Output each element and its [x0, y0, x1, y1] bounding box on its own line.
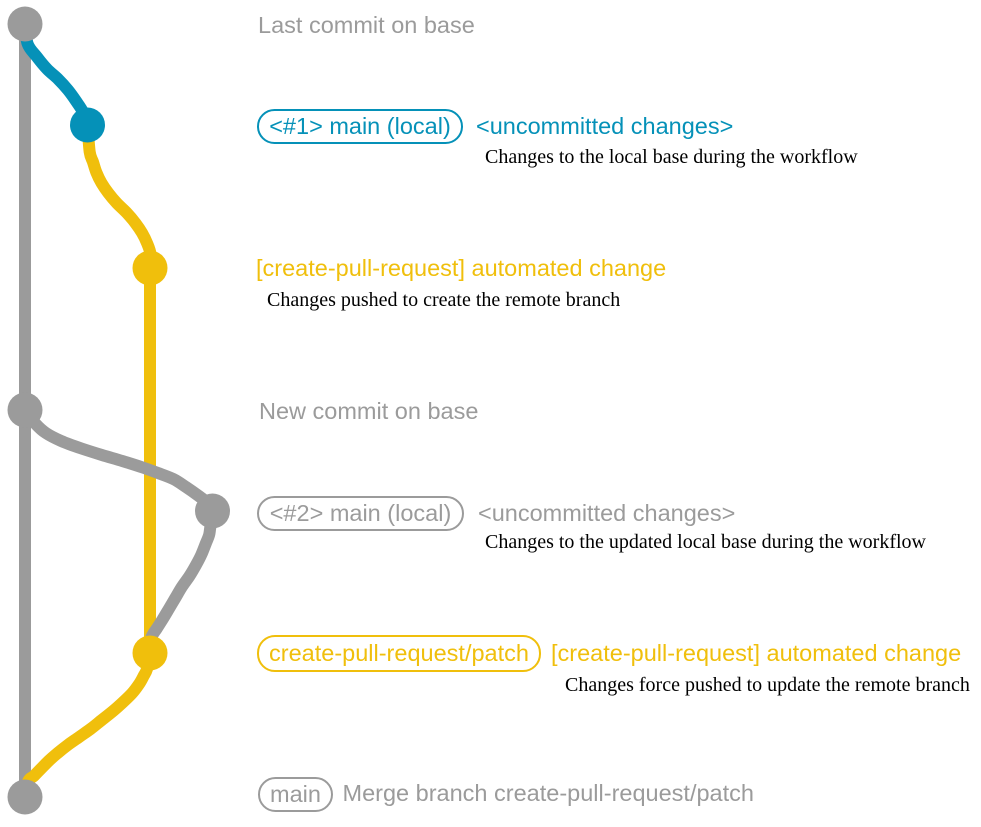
commit-dot-base-1	[7, 6, 43, 42]
branch-label-main-local-2: <#2> main (local)	[257, 496, 464, 531]
commit-dot-local-2	[195, 493, 230, 529]
branch-label-main-local-1-text: <#1> main (local)	[269, 113, 451, 139]
commit-dot-patch-2	[132, 635, 168, 671]
note-merge-branch: Merge branch create-pull-request/patch	[342, 779, 754, 806]
note-last-commit-on-base: Last commit on base	[258, 11, 475, 38]
edge-merge-local-2-patch	[144, 510, 219, 654]
tag-uncommitted-changes-1: <uncommitted changes>	[476, 112, 734, 139]
tag-uncommitted-changes-2: <uncommitted changes>	[478, 499, 736, 526]
branch-label-main-local-1: <#1> main (local)	[257, 109, 463, 144]
edge-branch-patch	[81, 124, 157, 269]
desc-pushed-create-remote: Changes pushed to create the remote bran…	[267, 289, 621, 312]
commit-dot-base-2	[7, 392, 43, 428]
branch-label-main-local-2-text: <#2> main (local)	[269, 500, 452, 526]
edge-branch-local-2	[20, 406, 218, 515]
branch-label-patch: create-pull-request/patch	[257, 635, 541, 672]
commit-dot-patch-1	[132, 250, 168, 286]
note-new-commit-on-base: New commit on base	[259, 397, 479, 424]
commit-msg-automated-change-1: [create-pull-request] automated change	[256, 254, 667, 281]
desc-local-base-changes-2: Changes to the updated local base during…	[485, 530, 926, 553]
edge-branch-local-1	[19, 23, 94, 127]
branch-label-patch-text: create-pull-request/patch	[269, 640, 529, 666]
commit-dot-local-1	[70, 107, 105, 143]
desc-local-base-changes-1: Changes to the local base during the wor…	[485, 146, 858, 169]
desc-force-pushed-update-remote: Changes force pushed to update the remot…	[565, 673, 970, 696]
branch-label-main-text: main	[270, 781, 321, 807]
branch-label-main: main	[258, 777, 333, 812]
commit-dot-base-3	[7, 779, 43, 815]
edge-merge-patch-base	[19, 651, 156, 799]
commit-msg-automated-change-2: [create-pull-request] automated change	[551, 640, 962, 667]
